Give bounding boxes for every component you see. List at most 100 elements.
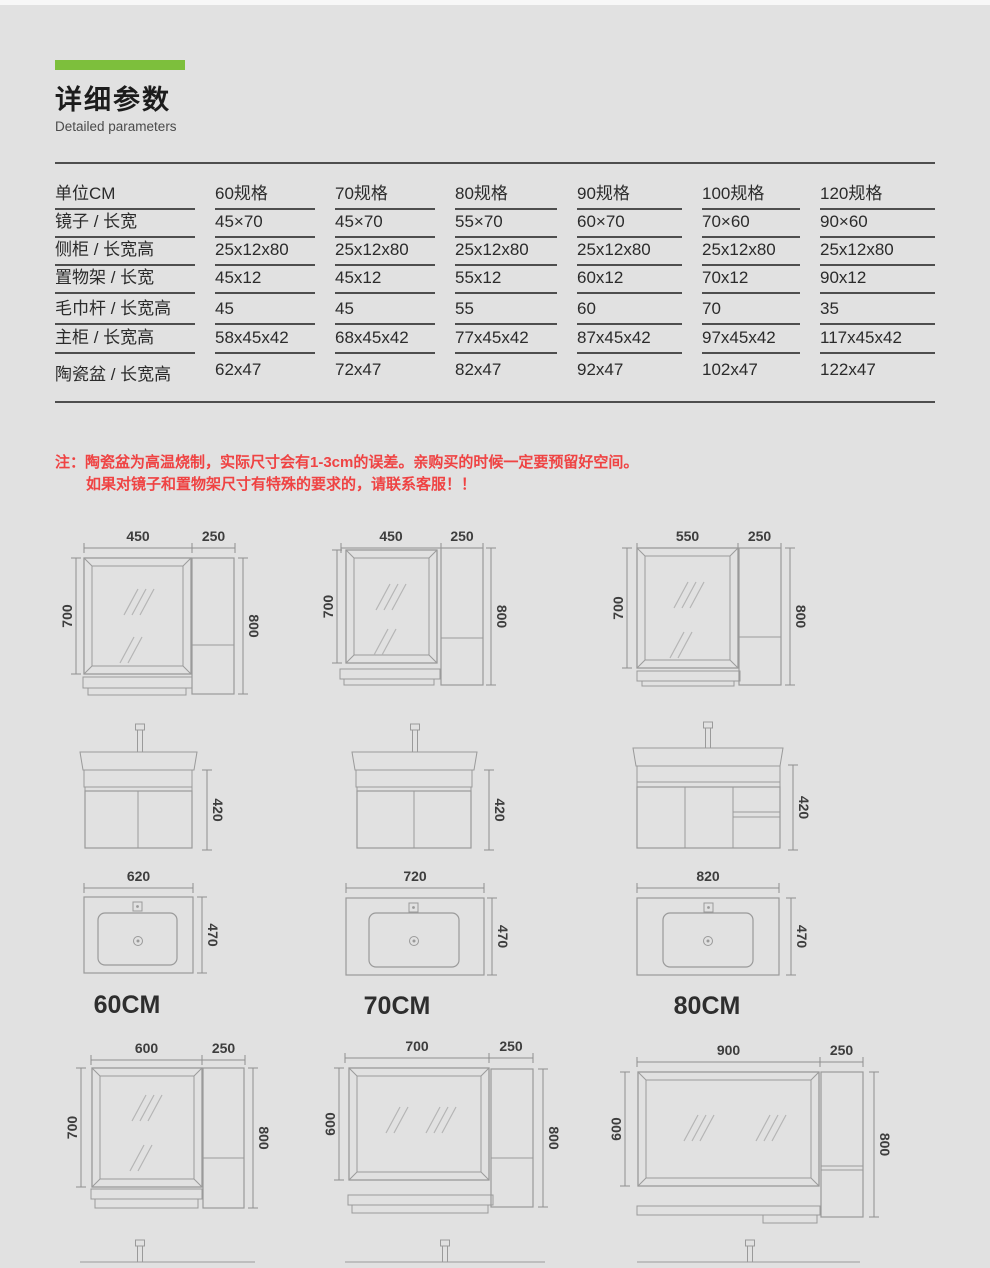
- svg-text:250: 250: [450, 528, 474, 544]
- svg-text:800: 800: [246, 614, 262, 638]
- table-cell-r3-c0: 45: [215, 294, 315, 325]
- table-cell-r4-c4: 97x45x42: [702, 325, 800, 354]
- table-cell-r5-c4: 102x47: [702, 360, 758, 379]
- svg-text:720: 720: [403, 868, 427, 884]
- svg-text:250: 250: [499, 1038, 523, 1054]
- svg-text:820: 820: [696, 868, 720, 884]
- table-row-label-2: 置物架 / 长宽: [55, 266, 195, 294]
- table-cell-r5-c0: 62x47: [215, 360, 262, 379]
- table-column-header-5: 120规格: [820, 164, 935, 210]
- vanity-cabinet-diagram-2: 420: [351, 723, 508, 851]
- table-column-header-4: 100规格: [702, 164, 800, 210]
- table-cell-r0-c5: 90×60: [820, 210, 935, 238]
- table-column-header-0: 60规格: [215, 164, 315, 210]
- table-cell-r1-c1: 25x12x80: [335, 238, 435, 266]
- svg-text:70CM: 70CM: [364, 992, 431, 1020]
- table-cell-r2-c1: 45x12: [335, 266, 435, 294]
- svg-text:450: 450: [379, 528, 403, 544]
- svg-text:550: 550: [676, 528, 700, 544]
- svg-text:800: 800: [793, 605, 809, 629]
- svg-text:470: 470: [794, 925, 810, 949]
- table-cell-r2-c0: 45x12: [215, 266, 315, 294]
- table-column-header-3: 90规格: [577, 164, 682, 210]
- svg-text:450: 450: [126, 528, 150, 544]
- basin-diagram-3: 820 470 80CM: [636, 868, 810, 1020]
- table-cell-r4-c3: 87x45x42: [577, 325, 682, 354]
- section-header: 详细参数 Detailed parameters: [55, 60, 185, 134]
- table-cell-r3-c4: 70: [702, 294, 800, 325]
- table-row-label-1: 侧柜 / 长宽高: [55, 238, 195, 266]
- table-cell-r2-c3: 60x12: [577, 266, 682, 294]
- svg-text:420: 420: [492, 798, 508, 822]
- table-unit-header: 单位CM: [55, 164, 195, 210]
- table-cell-r3-c2: 55: [455, 294, 557, 325]
- table-row-label-4: 主柜 / 长宽高: [55, 325, 195, 354]
- table-cell-r5-c5: 122x47: [820, 360, 876, 379]
- svg-text:250: 250: [202, 528, 226, 544]
- table-cell-r4-c1: 68x45x42: [335, 325, 435, 354]
- table-cell-r5-c1: 72x47: [335, 360, 382, 379]
- next-row-faucet-stub-1: [80, 1239, 255, 1263]
- svg-text:80CM: 80CM: [674, 992, 741, 1020]
- svg-text:420: 420: [796, 796, 812, 820]
- page-subtitle: Detailed parameters: [55, 119, 177, 134]
- svg-text:700: 700: [610, 596, 626, 620]
- table-cell-r3-c3: 60: [577, 294, 682, 325]
- svg-text:800: 800: [494, 605, 510, 629]
- warning-note-line2: 如果对镜子和置物架尺寸有特殊的要求的，请联系客服！！: [86, 476, 477, 493]
- svg-text:420: 420: [210, 798, 226, 822]
- table-cell-r1-c4: 25x12x80: [702, 238, 800, 266]
- table-cell-r2-c2: 55x12: [455, 266, 557, 294]
- table-cell-r3-c1: 45: [335, 294, 435, 325]
- svg-text:250: 250: [748, 528, 772, 544]
- table-cell-r2-c4: 70x12: [702, 266, 800, 294]
- table-cell-r5-c2: 82x47: [455, 360, 502, 379]
- table-cell-r0-c2: 55×70: [455, 210, 557, 238]
- vanity-cabinet-diagram-1: 420: [79, 723, 226, 851]
- svg-text:250: 250: [830, 1042, 854, 1058]
- table-cell-r4-c2: 77x45x42: [455, 325, 557, 354]
- vanity-cabinet-diagram-3: 420: [632, 721, 812, 851]
- svg-text:600: 600: [322, 1112, 338, 1136]
- next-row-faucet-stub-2: [345, 1239, 545, 1263]
- svg-text:600: 600: [135, 1040, 159, 1056]
- table-cell-r5-c3: 92x47: [577, 360, 624, 379]
- svg-text:700: 700: [320, 595, 336, 619]
- table-cell-r4-c5: 117x45x42: [820, 325, 935, 354]
- svg-text:800: 800: [877, 1133, 893, 1157]
- next-row-faucet-stub-3: [637, 1239, 860, 1263]
- table-row-label-5: 陶瓷盆 / 长宽高: [55, 365, 172, 384]
- mirror-diagram-top-3: 550 250 700 800: [610, 528, 809, 687]
- table-cell-r0-c0: 45×70: [215, 210, 315, 238]
- table-cell-r0-c4: 70×60: [702, 210, 800, 238]
- table-cell-r0-c3: 60×70: [577, 210, 682, 238]
- table-column-header-2: 80规格: [455, 164, 557, 210]
- table-cell-r0-c1: 45×70: [335, 210, 435, 238]
- warning-note-line1: 注：陶瓷盆为高温烧制，实际尺寸会有1-3cm的误差。亲购买的时候一定要预留好空间…: [55, 454, 639, 471]
- svg-text:470: 470: [495, 925, 511, 949]
- table-row-label-3: 毛巾杆 / 长宽高: [55, 294, 195, 325]
- mirror-diagram-top-1: 450 250 700 800: [59, 528, 262, 696]
- top-strip: [0, 0, 990, 5]
- mirror-diagram-top-2: 450 250 700 800: [320, 528, 510, 686]
- svg-text:700: 700: [64, 1116, 80, 1140]
- accent-bar: [55, 60, 185, 70]
- svg-text:250: 250: [212, 1040, 236, 1056]
- svg-text:700: 700: [59, 604, 75, 628]
- svg-text:60CM: 60CM: [94, 991, 161, 1019]
- svg-text:700: 700: [405, 1038, 429, 1054]
- svg-text:900: 900: [717, 1042, 741, 1058]
- table-cell-r3-c5: 35: [820, 294, 935, 325]
- table-cell-r1-c3: 25x12x80: [577, 238, 682, 266]
- page-title: 详细参数: [55, 85, 171, 115]
- basin-diagram-2: 720 470 70CM: [345, 868, 511, 1020]
- table-row-label-0: 镜子 / 长宽: [55, 210, 195, 238]
- table-cell-r1-c2: 25x12x80: [455, 238, 557, 266]
- svg-text:470: 470: [205, 923, 221, 947]
